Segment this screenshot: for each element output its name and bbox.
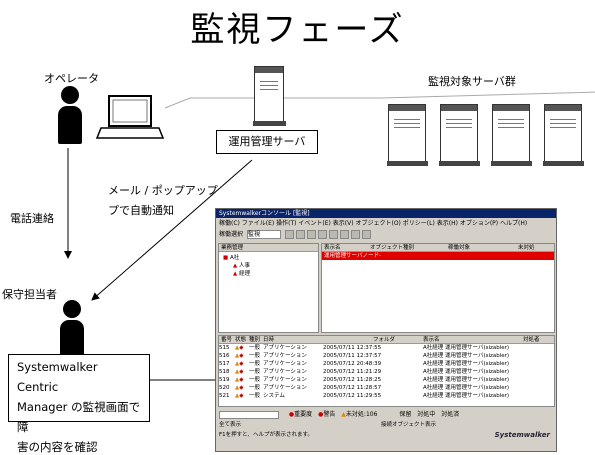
- object-pane: 表示名オブジェクト種別稼働対象未対処 運用管理サーバノード-: [321, 243, 555, 333]
- tree-child-2: 経理: [238, 271, 250, 277]
- tree-child-1: 人事: [238, 263, 250, 269]
- notify-arrow: [91, 159, 253, 301]
- console-toolbar: 稼働選択 監視: [216, 229, 556, 241]
- server-icon: [387, 104, 428, 166]
- laptop-icon: [95, 95, 165, 139]
- network-line: [164, 91, 595, 109]
- console-titlebar: Systemwalkerコンソール [監視]: [216, 209, 556, 218]
- diagram-title: 監視フェーズ: [190, 10, 405, 50]
- callout-line-3: 害の内容を確認: [17, 440, 98, 454]
- toolbar-label: 稼働選択: [219, 231, 244, 238]
- mail-popup-label-2: プで自動通知: [108, 204, 174, 217]
- callout-line-2: Manager の監視画面で障: [17, 400, 141, 434]
- tree-root: A社: [229, 255, 240, 261]
- systemwalker-logo: Systemwalker: [494, 431, 550, 439]
- console-screenshot: Systemwalkerコンソール [監視] 稼働(C) ファイル(E) 操作(…: [215, 208, 557, 452]
- server-group-label: 監視対象サーバ群: [428, 75, 516, 88]
- callout-line-1: Systemwalker Centric: [17, 360, 98, 394]
- console-status-1: 全て表示接続オブジェクト表示: [219, 422, 437, 428]
- console-menubar: 稼働(C) ファイル(E) 操作(T) イベント(E) 表示(V) オブジェクト…: [219, 220, 528, 227]
- toolbar-select: 監視: [246, 230, 281, 239]
- phone-label: 電話連絡: [10, 212, 54, 225]
- console-status-2: F1を押すと、ヘルプが表示されます。 Systemwalker: [219, 431, 550, 439]
- object-header: 表示名オブジェクト種別稼働対象未対処: [322, 244, 554, 252]
- tree-pane: 業務管理 ■ A社 ▲ 人事 ▲ 経理: [218, 243, 319, 333]
- mail-popup-label-1: メール / ポップアップ: [108, 184, 218, 197]
- tree-header: 業務管理: [219, 244, 318, 252]
- mgmt-server-icon: [253, 66, 286, 126]
- callout-box: Systemwalker Centric Manager の監視画面で障 害の内…: [8, 354, 150, 454]
- operator-label: オペレータ: [44, 72, 99, 85]
- console-bottom-bar: ●重要度 ●警告 ▲未対処:106 保留 対処中 対処済: [216, 409, 556, 420]
- server-icon: [543, 104, 584, 166]
- message-header: 番号状態種別日時フォルダ表示名対処者: [219, 336, 554, 344]
- alert-object-row: 運用管理サーバノード-: [322, 252, 554, 260]
- server-icon: [491, 104, 532, 166]
- mgmt-server-label: 運用管理サーバ: [216, 130, 318, 154]
- server-icon: [439, 104, 480, 166]
- maintainer-label: 保守担当者: [2, 288, 57, 301]
